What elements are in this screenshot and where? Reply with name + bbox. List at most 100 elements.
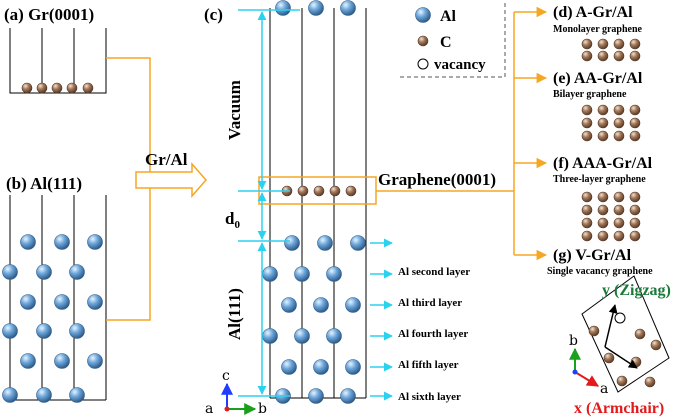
- al-atom: [54, 234, 70, 250]
- layer-labels: Al second layer Al third layer Al fourth…: [398, 266, 470, 403]
- carbon-atom: [21, 82, 33, 94]
- al-atom: [345, 359, 361, 375]
- gr-al-arrow: Gr/Al: [135, 150, 207, 198]
- carbon-atom: [613, 104, 625, 116]
- carbon-atom: [597, 217, 609, 229]
- al-atom: [36, 264, 52, 280]
- al-atom: [313, 359, 329, 375]
- carbon-atom: [329, 185, 341, 197]
- carbon-atom: [581, 191, 593, 203]
- carbon-atom: [581, 217, 593, 229]
- carbon-atom: [66, 82, 78, 94]
- panel-d-atoms: [581, 38, 641, 62]
- carbon-atom: [629, 50, 641, 62]
- carbon-atom: [297, 185, 309, 197]
- al-atom: [69, 264, 85, 280]
- layer-label-5: Al fifth layer: [398, 359, 459, 371]
- axis-g-a-label: a: [600, 381, 608, 397]
- gr-al-label: Gr/Al: [145, 150, 188, 169]
- al-atom: [87, 234, 103, 250]
- panel-g: (g) V-Gr/Al Single vacancy graphene y (Z…: [547, 247, 671, 417]
- al-atom: [340, 388, 356, 404]
- al-atom: [54, 294, 70, 310]
- d0-label: d0: [225, 209, 240, 231]
- carbon-atom: [644, 376, 656, 388]
- layer-label-2: Al second layer: [398, 266, 470, 278]
- carbon-atom: [36, 82, 48, 94]
- carbon-atom: [581, 104, 593, 116]
- vacancy-site: [614, 312, 626, 324]
- panel-g-subtitle: Single vacancy graphene: [547, 266, 653, 277]
- al-atom: [69, 323, 85, 339]
- carbon-atom: [581, 117, 593, 129]
- orange-tree: [376, 6, 548, 261]
- carbon-atom: [613, 191, 625, 203]
- panel-d-title: (d) A-Gr/Al: [553, 4, 633, 21]
- panel-b: (b) Al(111): [2, 174, 107, 403]
- carbon-atom: [597, 204, 609, 216]
- al-atom: [36, 387, 52, 403]
- carbon-atom: [588, 325, 600, 337]
- carbon-atom: [629, 38, 641, 50]
- carbon-atom: [613, 230, 625, 242]
- panel-c-graphene-atoms: [281, 185, 357, 197]
- al-atom: [340, 0, 356, 16]
- panel-g-atoms: [588, 325, 662, 388]
- dimension-lines: [238, 9, 300, 397]
- panel-c-top-al-atoms: [275, 0, 356, 16]
- axis-g-b-label: b: [569, 333, 578, 349]
- panel-a-carbon-atoms: [21, 82, 94, 94]
- carbon-atom: [82, 82, 94, 94]
- carbon-atom: [629, 191, 641, 203]
- vacuum-label: Vacuum: [225, 80, 244, 140]
- al-atom: [20, 353, 36, 369]
- panel-c-title: (c): [204, 5, 223, 24]
- al-atom: [326, 266, 342, 282]
- panel-a-title: (a) Gr(0001): [4, 5, 94, 24]
- carbon-atom: [629, 204, 641, 216]
- carbon-atom: [597, 230, 609, 242]
- vacancy-swatch: [417, 58, 429, 70]
- carbon-atom: [629, 130, 641, 142]
- al-atom: [350, 235, 366, 251]
- panel-b-title: (b) Al(111): [6, 174, 82, 193]
- carbon-atom: [603, 352, 615, 364]
- al-atom: [281, 297, 297, 313]
- al-atom: [284, 235, 300, 251]
- al-atom: [262, 328, 278, 344]
- al-atom: [2, 264, 18, 280]
- al-atom: [294, 266, 310, 282]
- legend: Al C vacancy: [400, 0, 506, 78]
- al-atom: [2, 323, 18, 339]
- panel-f-atoms: [581, 191, 641, 242]
- carbon-atom: [613, 130, 625, 142]
- panel-e: (e) AA-Gr/Al Bilayer graphene: [553, 70, 643, 142]
- panel-c-al-slab: [262, 235, 366, 404]
- carbon-atom: [629, 217, 641, 229]
- panel-f-subtitle: Three-layer graphene: [553, 174, 646, 185]
- carbon-atom: [581, 204, 593, 216]
- carbon-atom: [581, 230, 593, 242]
- axis-b-label: b: [258, 401, 267, 417]
- axis-a-label: a: [205, 401, 213, 417]
- carbon-atom: [597, 104, 609, 116]
- panel-c: (c) Vacuum d0 Al(111) Al second layer Al…: [204, 0, 470, 417]
- panel-e-atoms: [581, 104, 641, 142]
- al-atom: [345, 297, 361, 313]
- legend-vacancy-label: vacancy: [434, 57, 486, 73]
- panel-f: (f) AAA-Gr/Al Three-layer graphene: [553, 155, 653, 242]
- al-atom: [308, 388, 324, 404]
- panel-a: (a) Gr(0001): [4, 5, 107, 94]
- al-atom: [87, 353, 103, 369]
- carbon-atom: [597, 130, 609, 142]
- carbon-atom: [613, 50, 625, 62]
- carbon-atom: [613, 38, 625, 50]
- carbon-atom: [613, 117, 625, 129]
- axes-abc: c a b: [205, 368, 267, 417]
- layer-label-3: Al third layer: [398, 297, 462, 309]
- carbon-atom: [634, 328, 646, 340]
- carbon-atom: [616, 375, 628, 387]
- panel-d-subtitle: Monolayer graphene: [553, 24, 643, 35]
- al-atom: [2, 387, 18, 403]
